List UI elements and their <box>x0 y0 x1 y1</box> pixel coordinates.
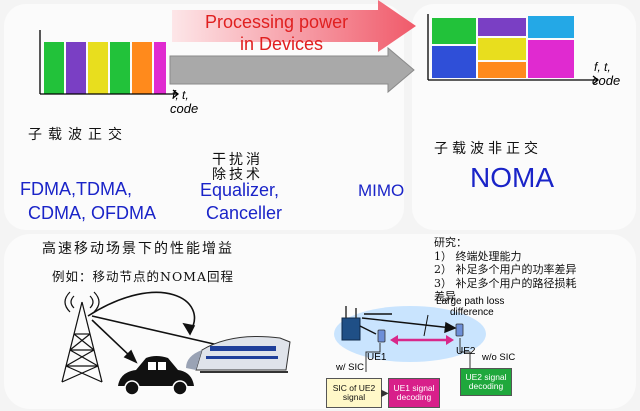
path-loss-label-line1: Large path loss <box>436 296 505 307</box>
bar-orange <box>132 42 152 94</box>
w-sic-label: w/ SIC <box>336 362 364 373</box>
coverage-ellipse <box>334 306 486 362</box>
ue1-decode-line2: decoding <box>396 392 432 402</box>
ue1-decoding-box: UE1 signal decoding <box>388 378 440 408</box>
non-orthogonal-heading: 子载波非正交 <box>434 141 542 157</box>
ue2-device-icon <box>455 323 464 337</box>
noma-label: NOMA <box>470 162 554 193</box>
sic-connectors <box>365 338 471 372</box>
research-notes: 研究： 1） 终端处理能力 2） 补足多个用户的功率差异 3） 补足多个用户的路… <box>434 236 577 304</box>
bar-purple <box>66 42 86 94</box>
arrow-label-line1: Processing power <box>205 12 349 32</box>
access-schemes-line1: FDMA,TDMA, <box>20 179 132 199</box>
orthogonal-heading: 子载波正交 <box>28 127 128 143</box>
ue1-decode-line1: UE1 signal <box>393 383 435 393</box>
sic-box-line2: signal <box>342 392 366 402</box>
ue1-device-icon <box>377 329 386 343</box>
research-title: 研究： <box>434 236 467 249</box>
interference-en-line2: Canceller <box>206 203 283 223</box>
path-loss-arrow <box>390 314 454 345</box>
non-orthogonal-blocks <box>432 16 574 78</box>
ue2-decode-line1: UE2 signal <box>465 372 507 382</box>
ue1-label: UE1 <box>367 352 387 363</box>
arrow-label-line2: in Devices <box>240 34 324 54</box>
noma-links <box>359 313 457 335</box>
research-item: 2） 补足多个用户的功率差异 <box>434 263 577 276</box>
orthogonal-subcarrier-bars <box>44 42 166 94</box>
processing-arrow-gray <box>169 46 415 94</box>
interference-cn-line1: 干扰消 <box>212 152 263 168</box>
base-station-tower-icon <box>61 291 103 383</box>
right-axis-label-line1: f, t, <box>594 60 611 74</box>
access-schemes-line2: CDMA, OFDMA <box>28 203 156 223</box>
bar-green <box>44 42 64 94</box>
left-axis-label-line1: f, t, <box>172 88 189 102</box>
research-item: 1） 终端处理能力 <box>434 249 522 263</box>
ue2-label: UE2 <box>456 346 476 357</box>
bottom-heading: 高速移动场景下的性能增益 <box>42 241 234 257</box>
ue2-decoding-box: UE2 signal decoding <box>460 368 512 396</box>
base-station-icon <box>341 306 361 341</box>
interference-en-line1: Equalizer, <box>200 180 280 200</box>
wo-sic-label: w/o SIC <box>482 352 516 363</box>
bottom-panel <box>4 234 636 409</box>
sic-of-ue2-box: SIC of UE2 signal <box>326 378 382 408</box>
sic-arrow: ▶ <box>381 388 389 399</box>
car-icon <box>118 356 194 396</box>
path-loss-label-line2: difference <box>450 307 494 318</box>
bottom-example: 例如：移动节点的NOMA回程 <box>52 269 235 284</box>
sic-box-line1: SIC of UE2 <box>332 383 376 393</box>
interference-cn-line2: 除技术 <box>212 167 263 183</box>
train-icon <box>186 336 291 373</box>
right-axis-label-line2: code <box>592 73 621 88</box>
bar-yellow <box>88 42 108 94</box>
right-axes <box>427 14 600 85</box>
left-axis-label-line2: code <box>170 101 199 116</box>
ue2-decode-line2: decoding <box>468 381 504 391</box>
research-item: 3） 补足多个用户的路径损耗 <box>434 276 577 290</box>
bar-magenta <box>154 42 166 94</box>
bar-green-2 <box>110 42 130 94</box>
processing-arrow-red <box>172 0 416 52</box>
research-item: 差异 <box>434 290 456 303</box>
left-axes <box>39 30 180 99</box>
mimo-label: MIMO <box>358 181 405 200</box>
